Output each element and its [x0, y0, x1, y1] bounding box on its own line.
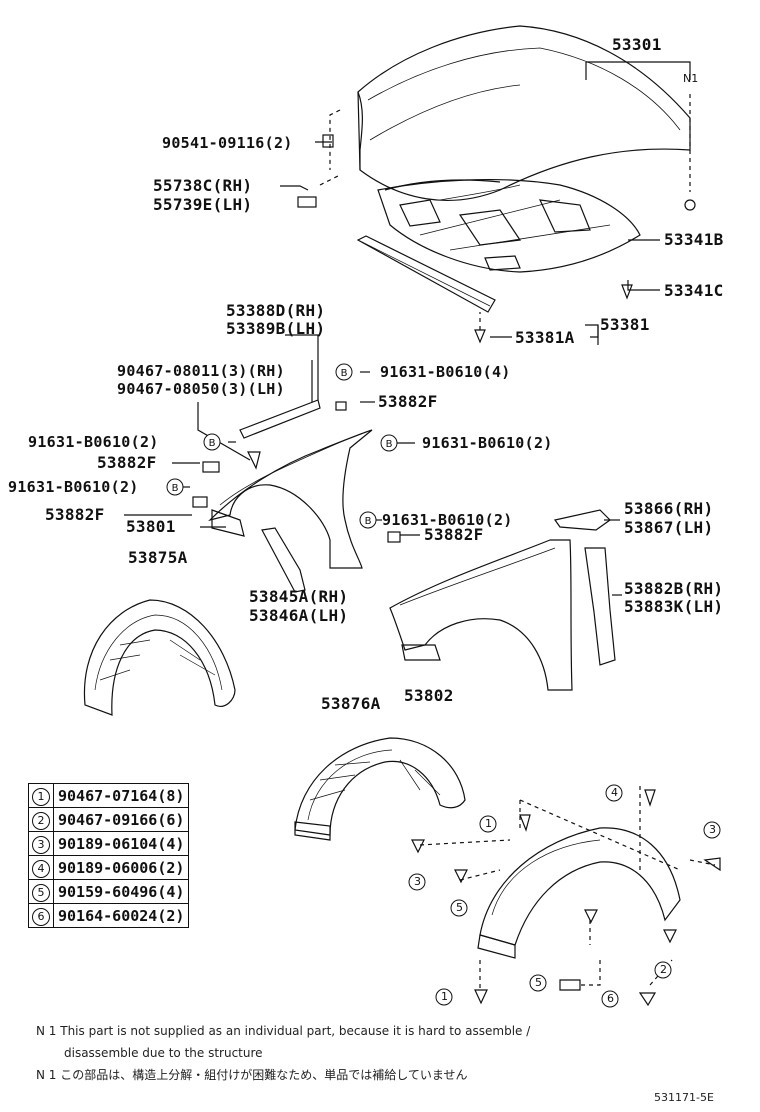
b-badge: B: [365, 516, 372, 527]
legend-number-circle: 6: [32, 907, 50, 926]
figure-code: 531171-5E: [654, 1091, 714, 1104]
legend-part-number: 90467-09166(6): [52, 807, 190, 832]
callout-2: 2: [660, 963, 667, 976]
label-53876a: 53876A: [321, 694, 381, 713]
callout-4: 4: [611, 786, 618, 799]
label-55738c: 55738C(RH): [153, 176, 253, 195]
label-91631-right: 91631-B0610(2): [382, 511, 513, 529]
legend-part-number: 90189-06006(2): [52, 855, 190, 880]
legend-number: 1: [28, 783, 54, 808]
label-53389b: 53389B(LH): [226, 319, 326, 338]
label-53883k: 53883K(LH): [624, 597, 724, 616]
fender-rh-53802: [389, 539, 573, 691]
legend-number: 5: [28, 879, 54, 904]
callout-3: 3: [709, 823, 716, 836]
label-53341c: 53341C: [664, 281, 724, 300]
callout-1: 1: [485, 817, 492, 830]
b-badge: B: [172, 483, 179, 494]
label-53875a: 53875A: [128, 548, 188, 567]
hood-seal-53381: [356, 235, 496, 313]
legend-number-circle: 2: [32, 811, 50, 830]
label-91631-mid: 91631-B0610(2): [422, 434, 553, 452]
label-53802: 53802: [404, 686, 454, 705]
label-53801: 53801: [126, 517, 176, 536]
label-53846a: 53846A(LH): [249, 606, 349, 625]
legend-number-circle: 5: [32, 883, 50, 902]
callout-6: 6: [607, 992, 614, 1005]
liner-assembly: [419, 786, 716, 990]
legend-number: 6: [28, 903, 54, 928]
label-91631-left1: 91631-B0610(2): [28, 433, 159, 451]
callout-5: 5: [456, 901, 463, 914]
label-53866: 53866(RH): [624, 499, 714, 518]
legend-part-number: 90159-60496(4): [52, 879, 190, 904]
label-53882f-top: 53882F: [378, 392, 438, 411]
legend-part-number: 90467-07164(8): [52, 783, 190, 808]
legend-number: 4: [28, 855, 54, 880]
label-53845a: 53845A(RH): [249, 587, 349, 606]
liner-53875a: [83, 599, 236, 716]
callout-1: 1: [441, 990, 448, 1003]
label-91631-top: 91631-B0610(4): [380, 363, 511, 381]
b-badge: B: [209, 438, 216, 449]
legend-number: 3: [28, 831, 54, 856]
b-badge: B: [341, 368, 348, 379]
label-53341b: 53341B: [664, 230, 724, 249]
legend-number: 2: [28, 807, 54, 832]
label-90467-08050: 90467-08050(3)(LH): [117, 380, 285, 398]
note-english-line2: disassemble due to the structure: [64, 1046, 263, 1060]
label-53381a: 53381A: [515, 328, 575, 347]
callout-3: 3: [414, 875, 421, 888]
label-90467-08011: 90467-08011(3)(RH): [117, 362, 285, 380]
fender-lh-53801: [208, 429, 373, 569]
legend-number-circle: 4: [32, 859, 50, 878]
note-english-line1: N 1 This part is not supplied as an indi…: [36, 1024, 531, 1038]
label-90541: 90541-09116(2): [162, 134, 293, 152]
label-53882f-right: 53882F: [424, 525, 484, 544]
label-55739e: 55739E(LH): [153, 195, 253, 214]
label-53388d: 53388D(RH): [226, 301, 326, 320]
liner-53876a: [294, 737, 466, 841]
legend-number-circle: 3: [32, 835, 50, 854]
label-53867: 53867(LH): [624, 518, 714, 537]
hood-insulator-53341b: [377, 178, 641, 273]
label-53882f-left2: 53882F: [45, 505, 105, 524]
legend-part-number: 90189-06104(4): [52, 831, 190, 856]
legend-number-circle: 1: [32, 787, 50, 806]
label-53301: 53301: [612, 35, 662, 54]
label-53882b: 53882B(RH): [624, 579, 724, 598]
label-n1: N1: [683, 72, 699, 85]
label-53882f-left1: 53882F: [97, 453, 157, 472]
b-badge: B: [386, 439, 393, 450]
callout-5: 5: [535, 976, 542, 989]
label-53381: 53381: [600, 315, 650, 334]
label-91631-left2: 91631-B0610(2): [8, 478, 139, 496]
legend-part-number: 90164-60024(2): [52, 903, 190, 928]
note-japanese: N 1 この部品は、構造上分解・組付けが困難なため、単品では補給していません: [36, 1068, 468, 1082]
